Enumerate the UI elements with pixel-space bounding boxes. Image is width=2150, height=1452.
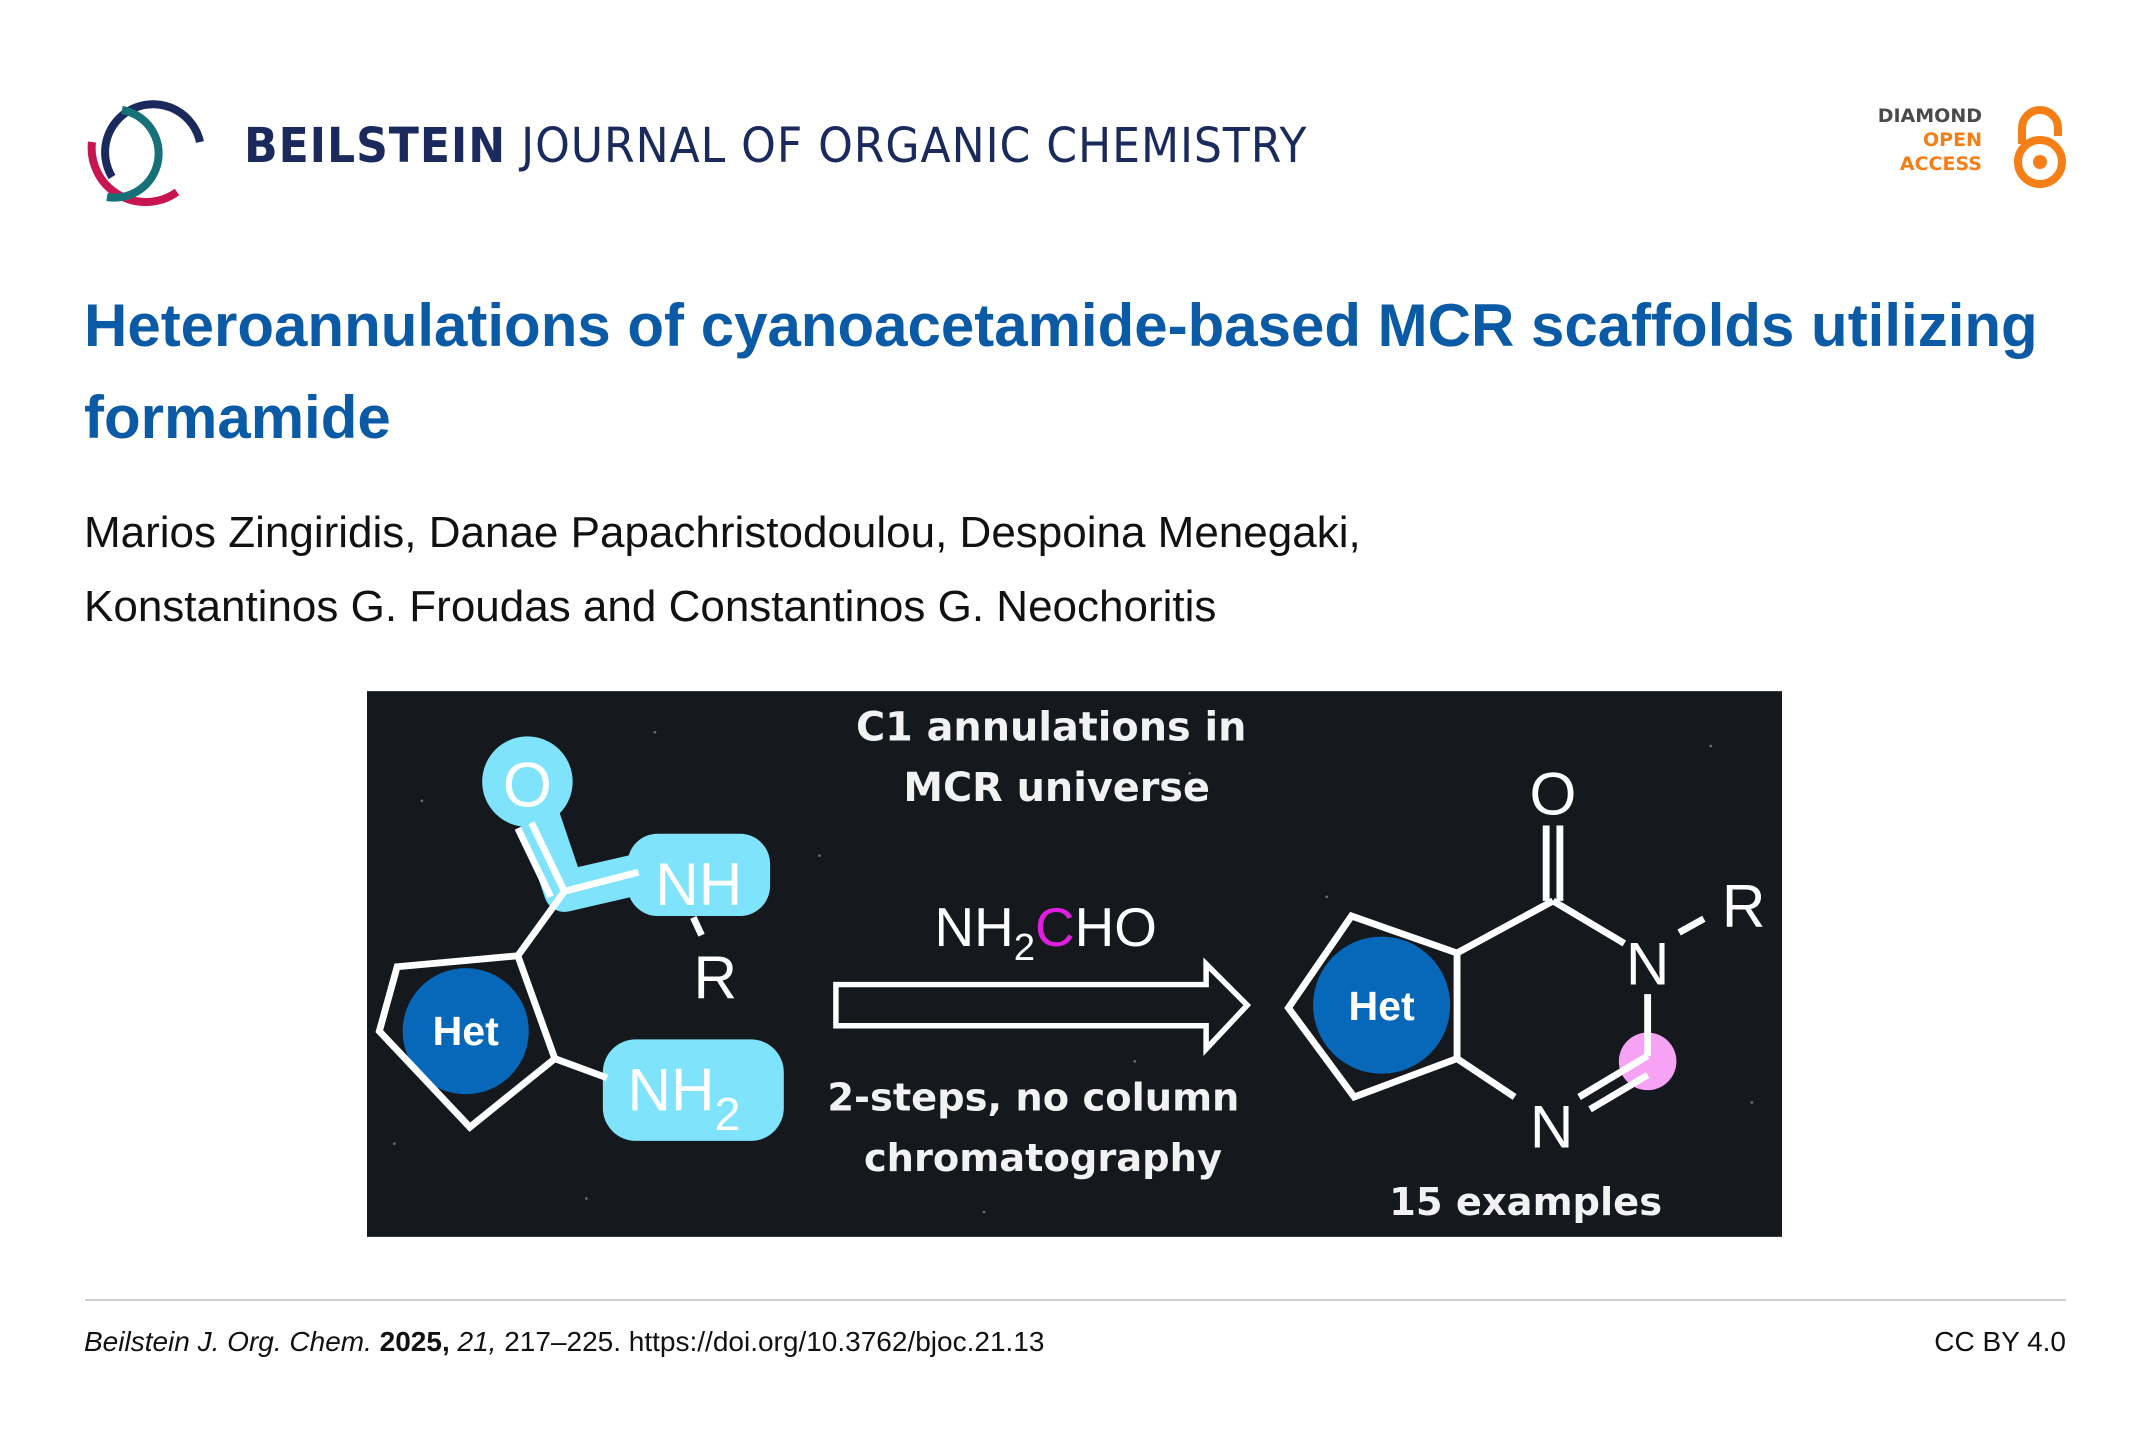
- het-label: Het: [433, 1008, 500, 1054]
- journal-abbrev: Beilstein J. Org. Chem.: [84, 1326, 372, 1357]
- open-lock-icon: [2014, 106, 2066, 188]
- het-circle: [402, 968, 529, 1095]
- authors-line: Konstantinos G. Froudas and Constantinos…: [84, 582, 1217, 631]
- citation: Beilstein J. Org. Chem. 2025, 21, 217–22…: [84, 1326, 1044, 1358]
- beilstein-logo-icon: [87, 100, 204, 206]
- reagent-formula: NH2CHO: [935, 896, 1157, 969]
- badge-open: OPEN: [1923, 129, 1982, 151]
- nitrogen-label: N: [1530, 1093, 1574, 1161]
- nh-label: NH: [655, 850, 742, 918]
- badge-diamond: DIAMOND: [1877, 105, 1982, 127]
- reaction-arrow-icon: [833, 957, 1252, 1056]
- author-list: Marios Zingiridis, Danae Papachristodoul…: [84, 496, 1984, 644]
- volume: 21,: [457, 1326, 497, 1357]
- examples-count: 15 examples: [1389, 1180, 1662, 1225]
- article-title: Heteroannulations of cyanoacetamide-base…: [84, 292, 2038, 451]
- doi-link[interactable]: 217–225. https://doi.org/10.3762/bjoc.21…: [504, 1326, 1045, 1357]
- diamond-open-access-badge: DIAMOND OPEN ACCESS: [1877, 100, 2070, 192]
- r-label: R: [693, 943, 737, 1011]
- product-structure: O N R N Het: [1284, 760, 1766, 1161]
- year: 2025,: [379, 1326, 450, 1357]
- oxygen-label: O: [1530, 760, 1577, 828]
- footer-divider: [85, 1299, 2066, 1301]
- heading-line: MCR universe: [903, 765, 1210, 811]
- license: CC BY 4.0: [1934, 1326, 2066, 1357]
- conditions-line: 2-steps, no column: [827, 1076, 1239, 1121]
- nitrogen-label: N: [1626, 930, 1670, 998]
- reactant-structure: O NH R NH2 Het: [375, 736, 784, 1141]
- het-label: Het: [1348, 983, 1415, 1029]
- authors-line: Marios Zingiridis, Danae Papachristodoul…: [84, 508, 1361, 557]
- graphical-abstract: O NH R NH2 Het C1 annulations in MCR uni…: [367, 691, 1782, 1237]
- journal-name: BEILSTEIN JOURNAL OF ORGANIC CHEMISTRY: [244, 118, 1308, 174]
- conditions-line: chromatography: [864, 1136, 1222, 1181]
- oxygen-label: O: [503, 750, 552, 820]
- nh2-label: NH2: [628, 1056, 741, 1140]
- badge-access: ACCESS: [1899, 153, 1982, 175]
- r-label: R: [1722, 872, 1766, 940]
- heading-line: C1 annulations in: [856, 705, 1247, 751]
